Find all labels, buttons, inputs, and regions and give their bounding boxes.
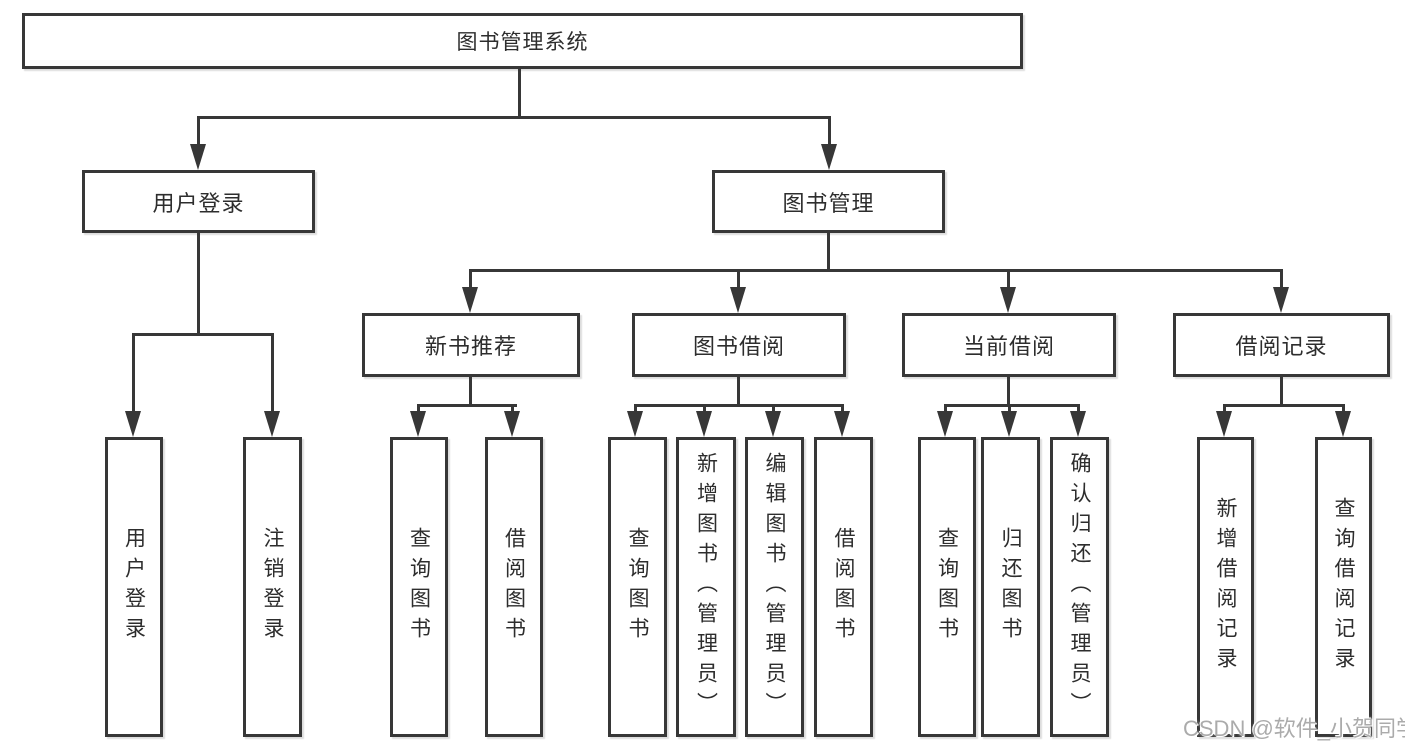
connector [271, 333, 274, 413]
connector [197, 116, 831, 119]
leaf-label: 查询图书 [626, 527, 649, 647]
connector [944, 404, 947, 416]
arrowhead-down-icon [1273, 287, 1289, 313]
arrowhead-down-icon [190, 144, 206, 170]
arrowhead-down-icon [125, 411, 141, 437]
arrowhead-down-icon [1070, 411, 1086, 437]
arrowhead-down-icon [627, 411, 643, 437]
arrowhead-down-icon [730, 287, 746, 313]
leaf-label: 新增借阅记录 [1214, 497, 1237, 677]
leaf-query-books-borrowing: 查询图书 [608, 437, 667, 737]
leaf-label: 查询图书 [935, 527, 959, 647]
connector [703, 404, 706, 416]
connector [1008, 404, 1011, 416]
leaf-label: 借阅图书 [502, 527, 526, 647]
arrowhead-down-icon [462, 287, 478, 313]
leaf-edit-books-admin: 编辑图书（管理员） [745, 437, 804, 737]
arrowhead-down-icon [1000, 287, 1016, 313]
connector [944, 404, 1080, 407]
connector [634, 404, 844, 407]
leaf-label: 查询借阅记录 [1332, 497, 1355, 677]
connector [737, 269, 740, 289]
leaf-label: 用户登录 [122, 527, 146, 647]
node-library-management-system: 图书管理系统 [22, 13, 1023, 69]
connector [828, 116, 831, 150]
node-label: 图书管理系统 [456, 31, 589, 54]
node-label: 图书管理 [782, 190, 875, 216]
connector [772, 404, 775, 416]
csdn-watermark: CSDN @软件_小贺同学 [1183, 716, 1405, 741]
arrowhead-down-icon [696, 411, 712, 437]
arrowhead-down-icon [834, 411, 850, 437]
connector [511, 404, 514, 416]
node-label: 借阅记录 [1235, 334, 1328, 359]
leaf-label: 注销登录 [261, 527, 284, 647]
connector [841, 404, 844, 416]
leaf-borrow-books: 借阅图书 [814, 437, 873, 737]
connector [132, 333, 135, 413]
connector [1223, 404, 1226, 416]
connector [1280, 269, 1283, 289]
connector [737, 377, 740, 407]
leaf-logout: 注销登录 [243, 437, 302, 737]
arrowhead-down-icon [821, 144, 837, 170]
node-label: 用户登录 [152, 190, 245, 216]
leaf-add-books-admin: 新增图书（管理员） [676, 437, 736, 737]
leaf-label: 查询图书 [407, 527, 431, 647]
arrowhead-down-icon [264, 411, 280, 437]
arrowhead-down-icon [504, 411, 520, 437]
leaf-query-books-recommend: 查询图书 [390, 437, 448, 737]
connector [417, 404, 517, 407]
connector [1077, 404, 1080, 416]
connector [1342, 404, 1345, 416]
arrowhead-down-icon [765, 411, 781, 437]
arrowhead-down-icon [1001, 411, 1017, 437]
leaf-return-books: 归还图书 [981, 437, 1040, 737]
arrowhead-down-icon [1335, 411, 1351, 437]
connector [469, 269, 472, 289]
connector [132, 333, 274, 336]
connector [469, 377, 472, 407]
connector [417, 404, 420, 416]
node-borrowing-records: 借阅记录 [1173, 313, 1390, 377]
arrowhead-down-icon [1216, 411, 1232, 437]
leaf-add-borrow-record: 新增借阅记录 [1197, 437, 1254, 737]
connector [469, 269, 1283, 272]
node-new-book-recommendation: 新书推荐 [362, 313, 580, 377]
leaf-query-borrow-record: 查询借阅记录 [1315, 437, 1372, 737]
connector [197, 233, 200, 336]
leaf-label: 归还图书 [999, 527, 1022, 647]
connector [197, 116, 200, 150]
arrowhead-down-icon [937, 411, 953, 437]
connector [634, 404, 637, 416]
connector [1223, 404, 1345, 407]
connector [1280, 377, 1283, 407]
node-label: 图书借阅 [692, 334, 785, 359]
leaf-user-login: 用户登录 [105, 437, 163, 737]
connector [1007, 377, 1010, 407]
leaf-borrow-books-recommend: 借阅图书 [485, 437, 543, 737]
node-user-login-branch: 用户登录 [82, 170, 315, 233]
leaf-label: 新增图书（管理员） [694, 452, 718, 722]
node-current-borrowing: 当前借阅 [902, 313, 1116, 377]
arrowhead-down-icon [410, 411, 426, 437]
leaf-query-books-current: 查询图书 [918, 437, 976, 737]
connector [518, 69, 521, 119]
node-book-borrowing: 图书借阅 [632, 313, 846, 377]
leaf-label: 确认归还（管理员） [1068, 452, 1091, 722]
leaf-label: 借阅图书 [832, 527, 855, 647]
leaf-label: 编辑图书（管理员） [763, 452, 786, 722]
node-book-management-branch: 图书管理 [712, 170, 945, 233]
connector [1007, 269, 1010, 289]
node-label: 当前借阅 [962, 334, 1055, 359]
connector [827, 233, 830, 272]
leaf-confirm-return-admin: 确认归还（管理员） [1050, 437, 1109, 737]
node-label: 新书推荐 [424, 334, 517, 359]
